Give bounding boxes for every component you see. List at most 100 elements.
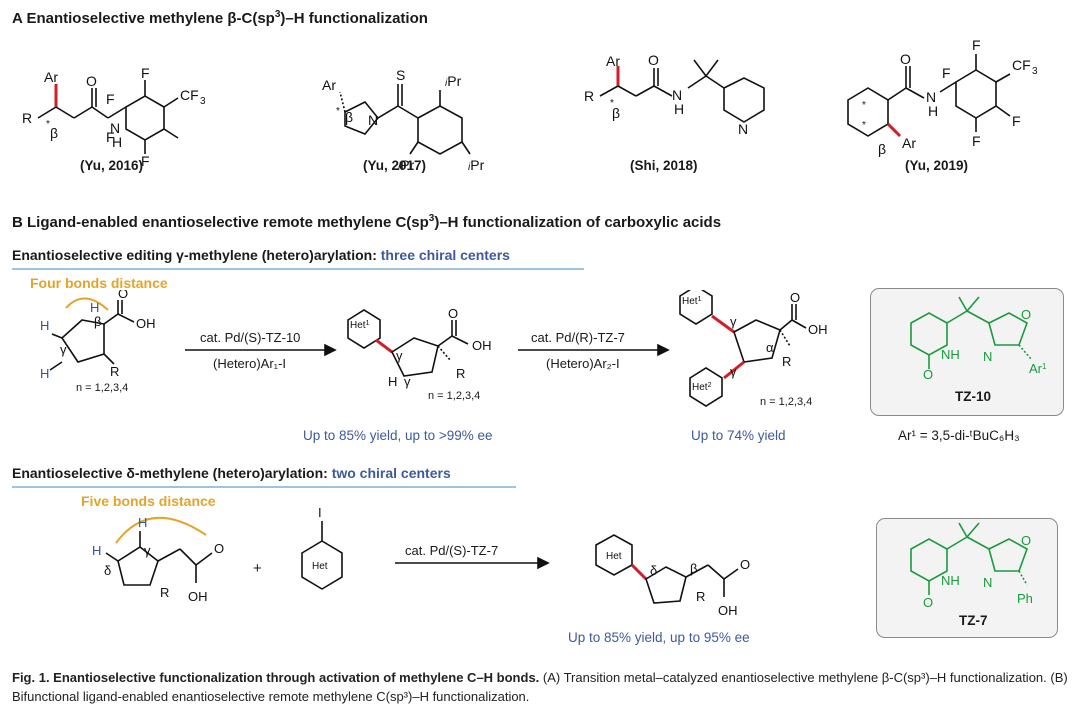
svg-text:γ: γ xyxy=(60,342,67,357)
gamma-heading: Enantioselective editing γ-methylene (he… xyxy=(12,247,510,263)
svg-text:CF: CF xyxy=(180,87,199,103)
ligand-tz7-name: TZ-7 xyxy=(959,613,988,628)
svg-text:H: H xyxy=(928,103,938,119)
section-b-title-sup: 3 xyxy=(428,213,435,224)
svg-text:β: β xyxy=(345,109,353,125)
svg-text:O: O xyxy=(448,306,458,321)
delta-step-catalyst: cat. Pd/(S)-TZ-7 xyxy=(405,543,499,558)
gamma-intermediate xyxy=(347,309,469,377)
svg-text:iPr: iPr xyxy=(398,157,415,173)
svg-text:Ar: Ar xyxy=(322,77,336,93)
svg-text:Het: Het xyxy=(606,551,622,562)
svg-text:β: β xyxy=(690,561,697,576)
svg-text:F: F xyxy=(972,133,981,149)
svg-text:N: N xyxy=(983,349,992,364)
gamma-step1-catalyst: cat. Pd/(S)-TZ-10 xyxy=(200,330,301,345)
delta-heading-text: Enantioselective δ-methylene (hetero)ary… xyxy=(12,465,332,481)
delta-distance-label: Five bonds distance xyxy=(81,493,216,509)
svg-text:R: R xyxy=(22,110,32,126)
figure-caption: Fig. 1. Enantioselective functionalizati… xyxy=(12,668,1072,706)
svg-text:H: H xyxy=(674,101,684,117)
svg-text:*: * xyxy=(46,119,50,130)
svg-text:R: R xyxy=(782,354,791,369)
svg-text:OH: OH xyxy=(718,603,738,618)
delta-plus: + xyxy=(253,560,262,577)
svg-text:O: O xyxy=(740,557,750,572)
svg-text:F: F xyxy=(1012,113,1021,129)
citation-yu-2016: (Yu, 2016) xyxy=(80,158,144,173)
svg-text:Ar1: Ar1 xyxy=(1029,361,1047,376)
svg-text:3: 3 xyxy=(1032,66,1038,77)
svg-text:H: H xyxy=(112,134,122,150)
svg-text:Het1: Het1 xyxy=(350,320,370,332)
svg-text:I: I xyxy=(318,505,322,520)
svg-text:δ: δ xyxy=(650,563,657,578)
svg-text:O: O xyxy=(790,290,800,305)
delta-heading-highlight: two chiral centers xyxy=(331,465,451,481)
structure-yu-2017 xyxy=(339,84,471,155)
svg-text:O: O xyxy=(1021,533,1031,548)
ligand-tz10-name: TZ-10 xyxy=(955,389,992,404)
svg-text:δ: δ xyxy=(104,563,111,578)
svg-text:S: S xyxy=(396,67,405,83)
svg-text:O: O xyxy=(923,595,933,610)
structure-yu-2019 xyxy=(847,54,1011,138)
gamma-heading-rule xyxy=(12,268,584,270)
citation-shi-2018: (Shi, 2018) xyxy=(630,158,698,173)
svg-text:R: R xyxy=(456,366,465,381)
svg-text:β: β xyxy=(612,105,620,121)
svg-text:Ar: Ar xyxy=(606,53,620,69)
svg-text:γ: γ xyxy=(730,314,737,329)
svg-text:γ: γ xyxy=(396,348,403,363)
svg-text:γ: γ xyxy=(404,374,411,389)
svg-text:γ: γ xyxy=(730,364,737,379)
gamma-yield-1: Up to 85% yield, up to >99% ee xyxy=(303,428,493,443)
svg-text:NH: NH xyxy=(941,573,960,588)
svg-text:Ph: Ph xyxy=(1017,591,1033,606)
ligand-tz10-note: Ar¹ = 3,5-di-ᵗBuC₆H₃ xyxy=(898,428,1020,443)
svg-text:O: O xyxy=(1021,307,1031,322)
svg-text:N: N xyxy=(368,112,378,128)
caption-text: (A) Transition metal–catalyzed enantiose… xyxy=(12,670,1068,704)
svg-text:OH: OH xyxy=(188,589,208,604)
svg-text:H: H xyxy=(138,515,147,530)
svg-text:β: β xyxy=(50,125,58,141)
section-b-letter: B xyxy=(12,214,23,231)
delta-start-material xyxy=(105,516,213,586)
svg-text:β: β xyxy=(94,314,101,329)
gamma-n-label-mid: n = 1,2,3,4 xyxy=(428,390,481,402)
svg-text:N: N xyxy=(738,121,748,137)
svg-text:H: H xyxy=(40,318,49,333)
svg-text:F: F xyxy=(972,37,981,53)
svg-text:R: R xyxy=(160,585,169,600)
section-a-title: A Enantioselective methylene β-C(sp3)–H … xyxy=(12,9,428,27)
section-b-title-post: )–H functionalization of carboxylic acid… xyxy=(434,214,722,231)
svg-text:O: O xyxy=(923,367,933,382)
gamma-heading-text: Enantioselective editing γ-methylene (he… xyxy=(12,247,381,263)
svg-text:Ar: Ar xyxy=(902,135,916,151)
svg-text:O: O xyxy=(214,541,224,556)
gamma-step1-reagent: (Hetero)Ar₁-I xyxy=(213,356,287,371)
svg-text:N: N xyxy=(672,87,682,103)
caption-bold: Fig. 1. Enantioselective functionalizati… xyxy=(12,670,540,685)
svg-text:CF: CF xyxy=(1012,57,1031,73)
svg-text:H: H xyxy=(40,366,49,381)
delta-heading-rule xyxy=(12,486,516,488)
svg-text:*: * xyxy=(862,100,866,111)
delta-product xyxy=(595,534,739,604)
svg-text:F: F xyxy=(141,153,150,169)
svg-text:*: * xyxy=(336,106,340,117)
svg-text:3: 3 xyxy=(200,96,206,107)
svg-text:OH: OH xyxy=(808,322,828,337)
svg-text:Het: Het xyxy=(312,561,328,572)
gamma-n-label-start: n = 1,2,3,4 xyxy=(76,382,129,394)
section-a-title-sup: 3 xyxy=(274,9,281,20)
section-a-letter: A xyxy=(12,10,23,27)
delta-heading: Enantioselective δ-methylene (hetero)ary… xyxy=(12,465,451,481)
delta-yield: Up to 85% yield, up to 95% ee xyxy=(568,630,750,645)
